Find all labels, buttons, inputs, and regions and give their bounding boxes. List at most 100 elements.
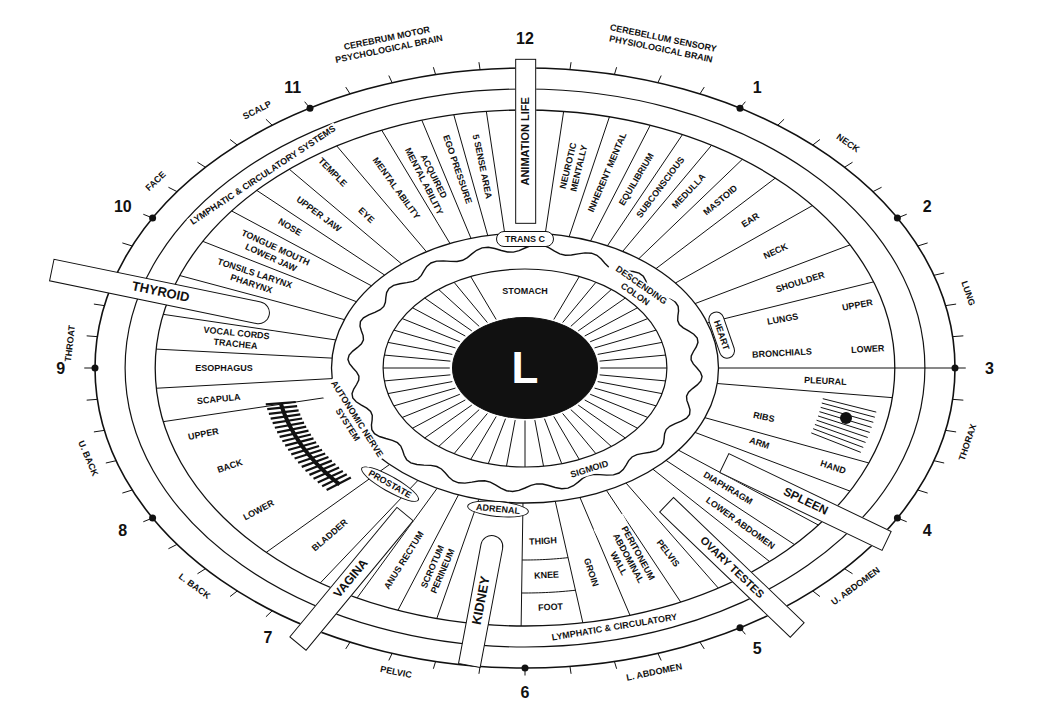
node-text: THYROID [130,279,190,305]
node-text: SPLEEN [780,486,829,519]
body-region-label: LUNG [958,278,978,309]
organ-tab: KIDNEY [458,532,505,667]
organ-label: ESOPHAGUS [193,363,255,374]
organ-label: UPPER [185,426,222,444]
minute-tick [946,304,957,306]
hour-dot [894,215,901,222]
stomach-spoke [544,419,561,464]
minute-tick [614,661,616,668]
body-region-label: L. BACK [175,570,214,603]
body-region-label: U. ABDOMEN [828,564,884,609]
gland-oval: ADRENAL [467,498,530,520]
body-region-label: NECK [832,130,863,156]
organ-label: THIGH [527,535,560,548]
stomach-spoke [590,394,648,417]
clock-number: 3 [983,359,996,378]
minute-tick [389,653,392,660]
minute-tick [918,243,928,246]
body-region-label: L. ABDOMEN [624,661,686,684]
organ-label: KNEE [532,570,562,582]
minute-tick [946,430,957,432]
clock-number: 7 [262,628,275,647]
minute-tick [918,490,928,493]
organ-label: EYE [354,204,377,227]
organ-label: VOCAL CORDS TRACHEA [193,324,279,354]
hour-dot [149,515,156,522]
hour-dot [522,665,529,672]
minute-tick [266,119,272,125]
stomach-spoke [600,355,666,361]
organ-label: LUNGS [764,311,801,328]
vertebra [273,419,302,424]
clock-number: 6 [519,683,532,702]
rib-hatch [815,424,866,442]
minute-tick [346,87,350,94]
stomach-spoke [384,355,450,361]
body-region-label: U. BACK [75,437,101,479]
stomach-spoke [471,417,497,460]
organ-label: EAR [738,209,763,231]
minute-tick [168,187,177,191]
pupil-circle: L [452,317,598,419]
clock-number: 12 [514,29,536,48]
minute-tick [346,642,350,649]
zone-tab: ANIMATION LIFE [515,59,536,224]
stomach-spoke [585,308,638,336]
minute-tick [106,461,116,463]
minute-tick [230,591,237,597]
minute-tick [873,187,882,191]
vertebra [306,461,332,471]
stomach-spoke [571,289,612,326]
iris-ring [383,269,667,467]
stomach-spoke [571,410,612,447]
minute-tick [168,544,177,548]
sector-line [623,145,712,251]
organ-label: BRONCHIALS [750,347,815,361]
minute-tick [934,273,944,275]
body-region-label: SCALP [239,98,275,123]
organ-label: BACK [214,456,246,476]
stomach-spoke [585,400,638,428]
minute-tick [570,62,571,69]
sector-line [675,206,812,283]
node-text: PROSTATE [366,468,413,500]
colon-band: TRANS C [496,231,554,247]
stomach-spoke [554,277,580,320]
minute-tick [122,243,132,246]
vertebra [269,410,299,414]
stomach-spoke [439,410,480,447]
minute-tick [94,430,105,432]
body-region-label: FACE [142,167,170,194]
iris-ring [332,233,719,503]
vertebra [314,468,340,479]
organ-label: BLADDER [308,516,352,556]
organ-label: GROIN [580,555,601,590]
organ-label: NECK [760,241,791,263]
stomach-spoke [383,368,450,369]
organ-label: PLEURAL [802,375,849,388]
clock-number: 10 [112,197,134,216]
node-text: KIDNEY [469,574,493,625]
organ-label: RIBS [751,409,778,425]
cell-arc [522,590,576,593]
stomach-spoke [471,277,497,320]
sector-line [639,159,743,259]
clock-number: 8 [116,521,129,540]
organ-label: TEMPLE [314,154,350,191]
clock-number: 1 [751,78,764,97]
minute-tick [614,67,616,74]
minute-tick [94,304,105,306]
iris-ring [95,68,955,668]
brain-label: CEREBELLUM SENSORY PHYSIOLOGICAL BRAIN [580,17,745,72]
stomach-spoke [525,421,526,468]
hour-dot [894,515,901,522]
node-text: TRANS C [505,234,545,244]
stomach-spoke [402,394,460,417]
sector-line [719,368,956,369]
stomach-spoke [535,420,544,466]
stomach-spoke [454,413,487,453]
vertebra [302,457,329,467]
stomach-spoke [563,413,596,453]
sector-line [521,503,523,626]
